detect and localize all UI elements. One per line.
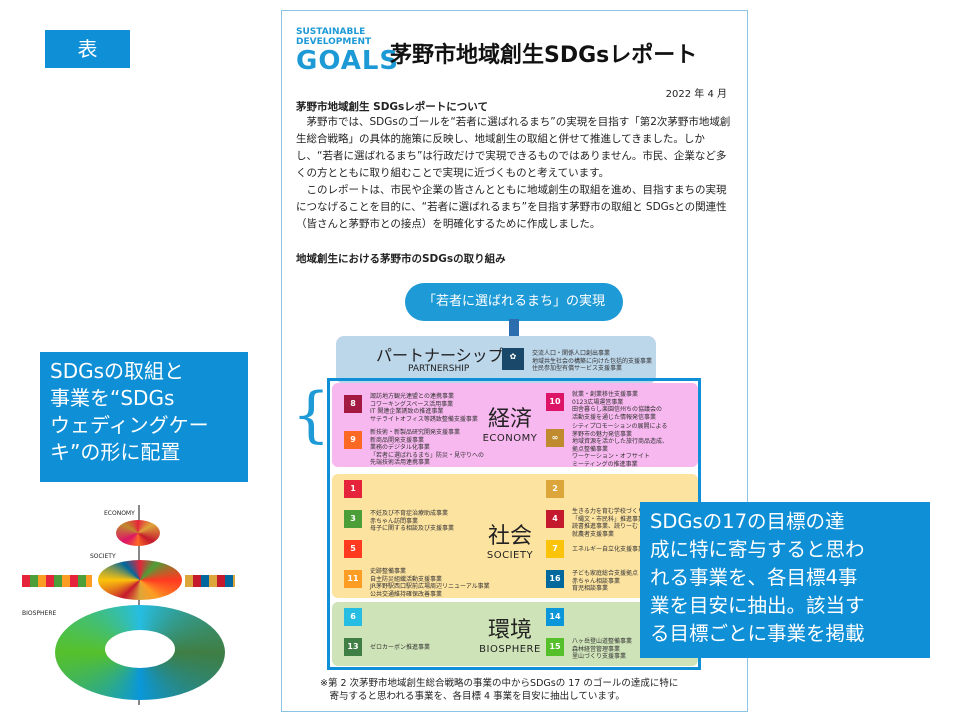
callout-line: キ”の形に配置 [50, 440, 181, 464]
layer-title: 経済 [487, 407, 532, 432]
section-heading: 地域創生における茅野市のSDGsの取り組み [296, 253, 506, 265]
goal-13-items: ゼロカーボン推進事業 [370, 644, 431, 651]
report-title: 茅野市地域創生SDGsレポート [390, 43, 698, 68]
sdg-7-icon: 7 [546, 540, 564, 558]
sdg-1-icon: 1 [344, 480, 362, 498]
sdg-11-icon: 11 [344, 570, 362, 588]
layer-title: パートナーシップ [376, 346, 504, 365]
cake-label-society: SOCIETY [90, 553, 116, 560]
sdg-6-icon: 6 [344, 608, 362, 626]
layer-subtitle: SOCIETY [486, 550, 534, 561]
sdg-10-icon: 10 [546, 393, 564, 411]
sdg-13-icon: 13 [344, 638, 362, 656]
goal-16-items: 子ども家庭総合支援拠点赤ちゃん相談事業育児相談事業 [572, 570, 639, 592]
brace-icon: { [292, 380, 331, 450]
callout-line: SDGsの17の目標の達 [650, 510, 845, 533]
callout-line: ウェディングケー [50, 413, 209, 437]
footnote: ※第 2 次茅野市地域創生総合戦略の事業の中からSDGsの 17 のゴールの達成… [320, 678, 679, 702]
goal-9-items: 新技術・新製品研究開発支援事業新商品開発支援事業業務のデジタル化事業「若者に選ば… [370, 429, 485, 466]
sdg-3-icon: 3 [344, 510, 362, 528]
layer-title: 環境 [487, 618, 532, 643]
callout-line: SDGsの取組と [50, 359, 185, 383]
sdg-4-icon: 4 [546, 510, 564, 528]
sdg-2-icon: 2 [546, 480, 564, 498]
sdg-15-icon: 15 [546, 638, 564, 656]
callout-line: 成に特に寄与すると思わ [650, 538, 865, 561]
goal-12-items: シティプロモーションの展開による茅野市の魅力発信事業地域資源を活かした旅行商品造… [572, 423, 669, 468]
sdg-9-icon: 9 [344, 431, 362, 449]
intro-paragraph: 茅野市では、SDGsのゴールを“若者に選ばれるまち”の実現を目指す「第2次茅野市… [296, 116, 731, 179]
purpose-paragraph: このレポートは、市民や企業の皆さんとともに地域創生の取組を進め、目指すまちの実現… [296, 184, 727, 230]
goal-3-items: 不妊及び不育症治療助成事業赤ちゃん訪問事業母子に関する相談及び支援事業 [370, 510, 455, 532]
partnership-layer: パートナーシップ PARTNERSHIP ✿ 交流人口・関係人口創出事業地域共生… [336, 336, 656, 384]
callout-line: れる事業を、各目標4事 [650, 566, 858, 589]
report-date: 2022 年 4 月 [665, 89, 727, 100]
layer-subtitle: ECONOMY [482, 433, 538, 444]
wedding-cake-illustration: ECONOMY SOCIETY BIOSPHERE [20, 505, 265, 710]
sdg-17-icon: ✿ [502, 348, 524, 370]
layer-subtitle: BIOSPHERE [479, 644, 541, 655]
goal-banner: 「若者に選ばれるまち」の実現 [405, 283, 623, 321]
section-heading: 茅野市地域創生 SDGsレポートについて [296, 101, 488, 113]
sdg-5-icon: 5 [344, 540, 362, 558]
sdg-12-icon: ∞ [546, 429, 564, 447]
right-callout: SDGsの17の目標の達 成に特に寄与すると思わ れる事業を、各目標4事 業を目… [640, 502, 930, 658]
callout-line: 業を目安に抽出。該当す [650, 594, 865, 617]
left-callout: SDGsの取組と 事業を“SDGs ウェディングケー キ”の形に配置 [40, 352, 248, 482]
callout-line: る目標ごとに事業を掲載 [650, 622, 865, 645]
goal-15-items: 八ヶ岳登山道整備事業森林経営管理事業里山づくり支援事業 [572, 638, 633, 660]
sdg-14-icon: 14 [546, 608, 564, 626]
sdg-8-icon: 8 [344, 395, 362, 413]
layer-title: 社会 [487, 524, 532, 549]
goal-7-items: エネルギー自立化支援事業 [572, 546, 645, 553]
sdg-16-icon: 16 [546, 570, 564, 588]
arrow-up-icon [509, 319, 519, 341]
table-label: 表 [45, 30, 130, 68]
cake-label-biosphere: BIOSPHERE [22, 610, 57, 617]
layer-subtitle: PARTNERSHIP [408, 364, 470, 374]
partnership-items: 交流人口・関係人口創出事業地域共生社会の構築に向けた包括的支援事業住民参加型有償… [532, 350, 653, 372]
cake-label-economy: ECONOMY [104, 510, 135, 517]
goal-4-items: 生きる力を育む学校づくり「縄文・市民科」推進事業読書推進事業、読りーむ就農者支援… [572, 508, 645, 538]
callout-line: 事業を“SDGs [50, 386, 175, 410]
